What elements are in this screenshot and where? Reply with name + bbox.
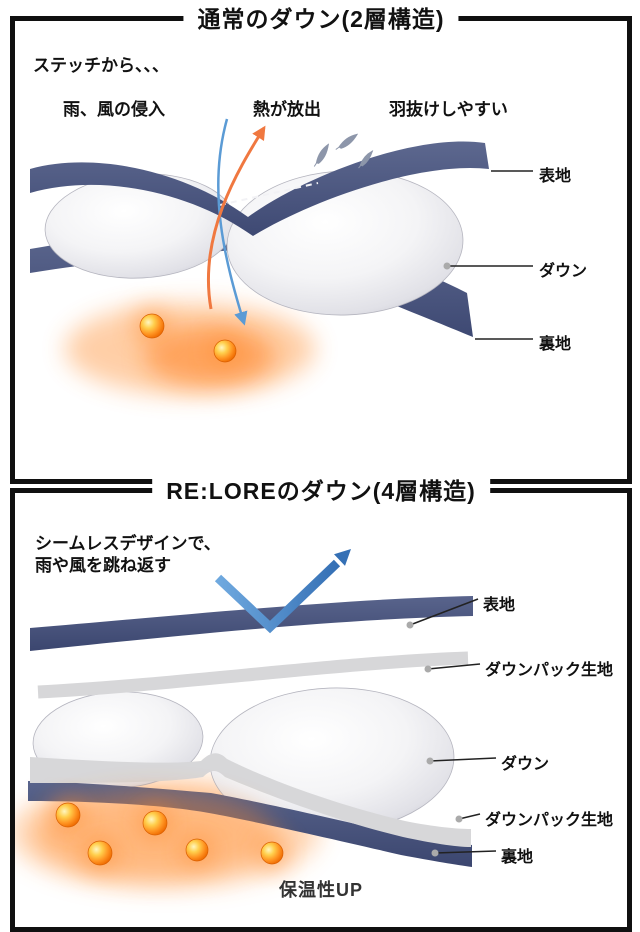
heat-dots (134, 308, 242, 368)
normal-down-panel: 通常のダウン(2層構造) (10, 0, 632, 484)
label-dots (406, 621, 463, 857)
heat-glow (65, 303, 315, 395)
label-dot-down (443, 262, 451, 270)
annotation-seamless-line1: シームレスデザインで、 (35, 534, 221, 553)
label-lining: 裏地 (501, 849, 534, 866)
annotation-heat-release: 熱が放出 (253, 100, 321, 119)
normal-down-title: 通常のダウン(2層構造) (183, 0, 459, 34)
rain-wind-arrow-icon (217, 118, 248, 326)
label-lines (447, 170, 533, 340)
annotation-rain-wind: 雨、風の侵入 (63, 100, 165, 119)
bounce-arrow-icon (214, 549, 351, 634)
normal-down-illustration (30, 118, 533, 395)
heat-release-arrow-icon (206, 125, 266, 310)
label-down: ダウン (501, 756, 550, 773)
label-down-pack-top: ダウンパック生地 (485, 662, 614, 679)
label-outer-fabric: 表地 (539, 168, 572, 185)
heat-dots (35, 790, 288, 880)
annotation-seamless: シームレスデザインで、 雨や風を跳ね返す (35, 533, 221, 578)
annotation-feather-loss: 羽抜けしやすい (389, 100, 508, 119)
relore-down-title: RE:LOREのダウン(4層構造) (152, 472, 490, 506)
label-lines (409, 598, 497, 854)
heat-retention-note: 保温性UP (278, 880, 363, 900)
feather-icon (313, 133, 374, 169)
annotation-stitch: ステッチから、、、 (33, 56, 169, 75)
label-down: ダウン (539, 263, 588, 280)
relore-down-panel: RE:LOREのダウン(4層構造) (10, 472, 632, 932)
down-pack-top-shape (37, 651, 469, 699)
relore-down-illustration (15, 549, 497, 888)
label-outer-fabric: 表地 (483, 597, 516, 614)
label-lining: 裏地 (539, 336, 572, 353)
outer-fabric-shape (30, 596, 473, 651)
outer-fabric-shape (30, 141, 489, 236)
label-down-pack-bottom: ダウンパック生地 (485, 812, 614, 829)
stitch-dashed-line (219, 182, 319, 206)
annotation-seamless-line2: 雨や風を跳ね返す (35, 556, 171, 576)
down-pack-bottom-shape (30, 753, 471, 847)
